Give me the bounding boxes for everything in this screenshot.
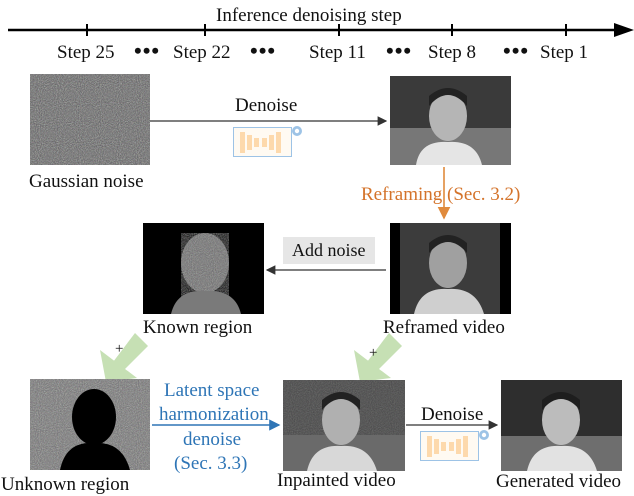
harmonization-line-2: harmonization (159, 404, 269, 425)
ellipsis-2: ••• (250, 38, 277, 63)
unknown-region-image (30, 379, 150, 470)
known-region-image (143, 223, 264, 314)
timeline-axis (8, 23, 634, 37)
generated-video-label: Generated video (496, 471, 622, 492)
green-arrow-left (100, 333, 148, 382)
harmonization-line-3: denoise (183, 429, 242, 450)
step-25-label: Step 25 (57, 42, 115, 63)
denoised-frame-image (390, 76, 511, 165)
harmonization-line-1: Latent space (164, 380, 260, 401)
reframed-video-image (390, 223, 511, 314)
step-22-label: Step 22 (173, 42, 231, 63)
unet-icon-top (233, 124, 302, 157)
reframed-video-label: Reframed video (383, 317, 505, 338)
ellipsis-1: ••• (134, 38, 161, 63)
plus-right: + (369, 345, 378, 361)
ellipsis-3: ••• (386, 38, 413, 63)
timeline-title: Inference denoising step (216, 5, 402, 26)
inpainted-video-label: Inpainted video (277, 470, 396, 491)
plus-left: + (115, 341, 124, 357)
green-arrow-right (354, 333, 402, 382)
gaussian-noise-image (30, 74, 150, 165)
ellipsis-4: ••• (503, 38, 530, 63)
known-region-label: Known region (143, 317, 253, 338)
denoise-top-label: Denoise (235, 95, 298, 116)
unet-icon-bottom (420, 428, 489, 461)
harmonization-line-4: (Sec. 3.3) (174, 453, 248, 474)
denoise-bottom-label: Denoise (421, 404, 484, 425)
inpainted-video-image (283, 380, 405, 471)
add-noise-label: Add noise (283, 237, 375, 264)
generated-video-image (501, 380, 622, 471)
step-8-label: Step 8 (428, 42, 477, 63)
step-1-label: Step 1 (540, 42, 589, 63)
step-11-label: Step 11 (309, 42, 366, 63)
reframing-label: Reframing (Sec. 3.2) (361, 184, 521, 205)
gaussian-noise-label: Gaussian noise (29, 171, 144, 192)
unknown-region-label: Unknown region (1, 474, 130, 495)
